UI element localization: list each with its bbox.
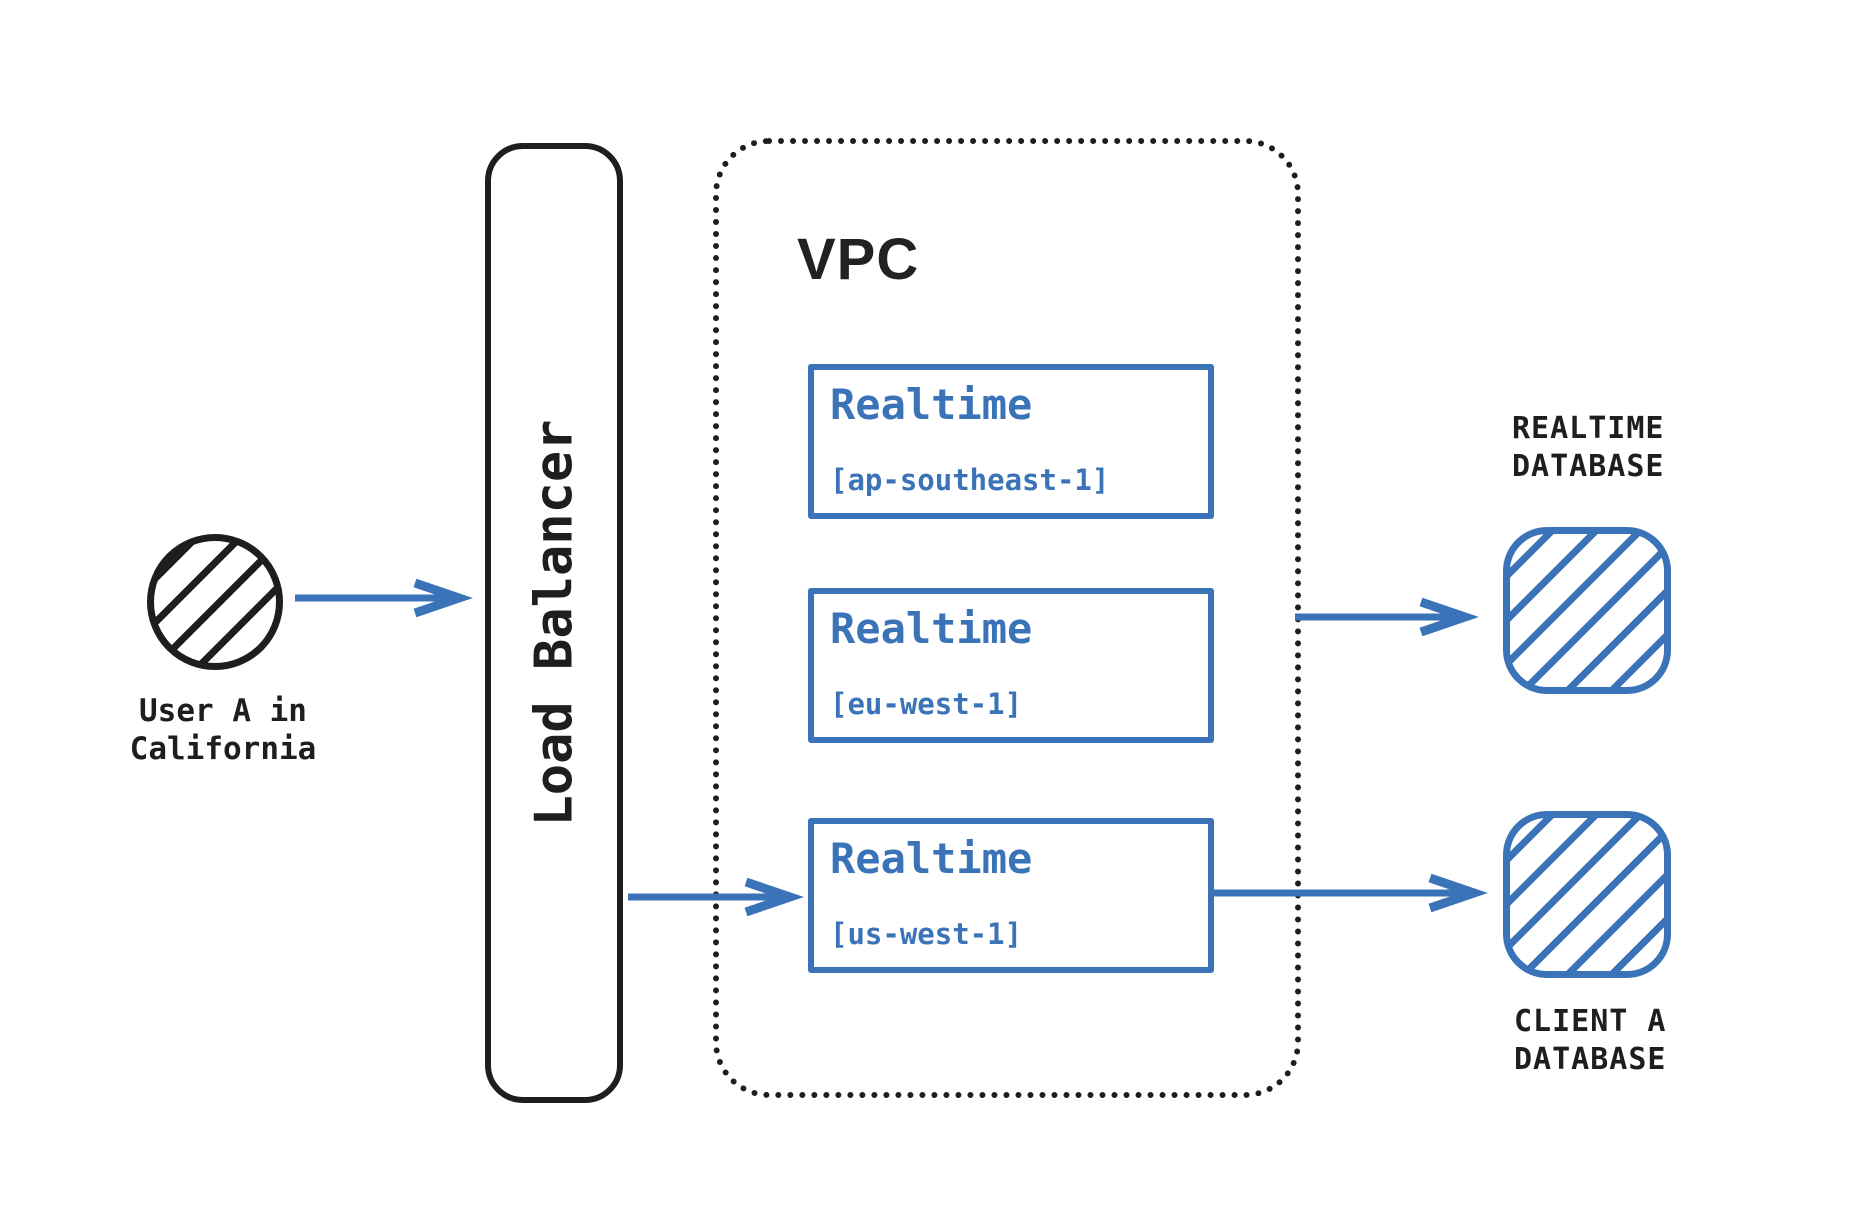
realtime-node-us-west-1: Realtime [us-west-1] <box>808 818 1214 973</box>
arrow-vpc-to-realtime-database <box>1295 597 1479 637</box>
realtime-database-label-line1: REALTIME <box>1512 411 1665 446</box>
vpc-label: VPC <box>797 227 920 292</box>
load-balancer-node: Load Balancer <box>485 143 623 1103</box>
user-label-line2: California <box>129 731 317 767</box>
realtime-database-icon <box>1503 527 1671 694</box>
client-a-database-icon <box>1503 811 1671 978</box>
client-a-database-label: CLIENT A DATABASE <box>1514 1003 1667 1079</box>
realtime-node-region: [ap-southeast-1] <box>830 463 1110 497</box>
user-label: User A in California <box>93 692 353 768</box>
realtime-node-title: Realtime <box>830 380 1033 429</box>
arrow-user-to-load-balancer <box>295 578 473 618</box>
load-balancer-label: Load Balancer <box>524 419 584 827</box>
user-circle-icon <box>147 534 283 670</box>
realtime-node-title: Realtime <box>830 834 1033 883</box>
realtime-database-label-line2: DATABASE <box>1512 449 1665 484</box>
client-a-database-label-line1: CLIENT A <box>1514 1004 1667 1039</box>
arrow-us-west-1-to-client-a-database <box>1212 873 1488 913</box>
realtime-database-label: REALTIME DATABASE <box>1512 410 1665 486</box>
vpc-container: VPC Realtime [ap-southeast-1] Realtime [… <box>713 138 1301 1098</box>
user-label-line1: User A in <box>139 693 307 729</box>
realtime-node-title: Realtime <box>830 604 1033 653</box>
arrow-load-balancer-to-us-west-1 <box>628 877 804 917</box>
client-a-database-label-line2: DATABASE <box>1514 1042 1667 1077</box>
realtime-node-region: [us-west-1] <box>830 917 1023 951</box>
realtime-node-region: [eu-west-1] <box>830 687 1023 721</box>
realtime-node-eu-west-1: Realtime [eu-west-1] <box>808 588 1214 743</box>
realtime-node-ap-southeast-1: Realtime [ap-southeast-1] <box>808 364 1214 519</box>
